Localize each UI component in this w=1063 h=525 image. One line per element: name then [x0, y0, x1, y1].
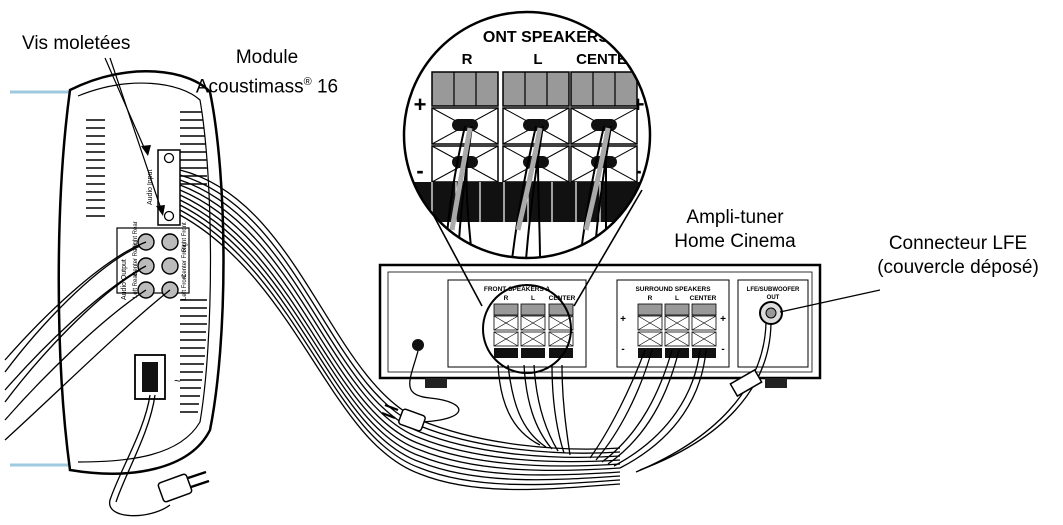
module-label-line2: Acoustimass® 16	[172, 70, 362, 99]
module-label: Module Acoustimass® 16	[172, 46, 362, 99]
surround-minus-right: -	[721, 344, 724, 355]
surround-plus-left: +	[620, 314, 626, 325]
lfe-panel-label-1: LFE/SUBWOOFER	[747, 287, 800, 293]
thumbscrew-top[interactable]	[163, 152, 175, 164]
receiver-power-socket[interactable]	[412, 339, 424, 351]
lfe-cable-plug	[729, 368, 763, 398]
callout-lines	[104, 57, 881, 313]
lfe-label-line1: Connecteur LFE	[888, 233, 1028, 254]
center-front-label: Center Front	[182, 244, 188, 278]
module-power-plug	[157, 470, 210, 503]
registered-mark: ®	[303, 76, 312, 88]
front-terminal-0[interactable]	[493, 303, 519, 358]
lfe-panel-label-2: OUT	[767, 295, 780, 301]
right-front-label: Right Front	[182, 222, 188, 252]
lfe-label-line2: (couvercle déposé)	[877, 257, 1039, 278]
surround-terminal-0[interactable]	[637, 303, 663, 358]
jack-center-front[interactable]	[161, 257, 179, 275]
audio-input-label: Audio Input	[147, 170, 154, 205]
receiver-power-plug	[381, 403, 426, 432]
power-symbol: ~	[174, 374, 181, 388]
front-terminal-2[interactable]	[548, 303, 574, 358]
zoom-r-label: R	[462, 51, 473, 68]
module-label-line1: Module	[235, 47, 299, 68]
thumbscrew-arrowheads	[141, 145, 165, 216]
receiver-foot-right	[765, 378, 787, 388]
center-rear-label: Center Rear	[133, 243, 139, 276]
jack-right-front[interactable]	[161, 233, 179, 251]
surround-l-label: L	[675, 295, 679, 302]
surround-center-label: CENTER	[690, 295, 717, 302]
surround-terminal-1[interactable]	[664, 303, 690, 358]
speaker-cables	[4, 169, 772, 517]
front-center-label: CENTER	[549, 295, 576, 302]
surround-minus-left: -	[621, 344, 624, 355]
front-r-label: R	[504, 295, 509, 302]
surround-r-label: R	[648, 295, 653, 302]
module-label-suffix: 16	[311, 76, 339, 98]
lfe-connector-label: Connecteur LFE (couvercle déposé)	[860, 232, 1056, 280]
surround-speakers-title: SURROUND SPEAKERS	[635, 286, 711, 293]
surround-speaker-terminals[interactable]	[637, 303, 717, 358]
receiver-label: Ampli-tuner Home Cinema	[660, 206, 810, 254]
thumbscrews-label: Vis moletées	[22, 33, 131, 54]
front-speaker-terminals[interactable]	[493, 303, 574, 358]
left-rear-label: Left Rear	[133, 273, 139, 298]
thumbscrew-bottom[interactable]	[163, 210, 175, 222]
zoom-terminal-1	[502, 71, 570, 183]
zoom-small-circle	[482, 284, 572, 374]
zoom-plus-left: +	[414, 92, 427, 117]
receiver-label-line1: Ampli-tuner	[686, 207, 784, 228]
left-front-label: Left Front	[182, 274, 188, 300]
right-rear-label: Right Rear	[133, 221, 139, 250]
surround-plus-right: +	[720, 314, 726, 325]
front-terminal-1[interactable]	[520, 303, 546, 358]
surround-terminal-2[interactable]	[691, 303, 717, 358]
receiver-foot-left	[425, 378, 447, 388]
zoom-l-label: L	[533, 51, 542, 68]
receiver-label-line2: Home Cinema	[674, 231, 796, 252]
zoom-minus-right: -	[634, 158, 641, 183]
receiver: FRONT SPEAKERS A R L CENTER SURROUND SPE…	[378, 263, 822, 388]
module-label-prefix: Acoustimass	[195, 76, 304, 98]
zoom-title: ONT SPEAKERS	[483, 29, 610, 46]
zoom-minus-left: -	[416, 158, 423, 183]
zoom-magnifier: ONT SPEAKERS R L CENTER + + - -	[402, 10, 652, 374]
front-speakers-title: FRONT SPEAKERS A	[484, 286, 551, 293]
acoustimass-module: Audio Input Audio Output Right Rear Cent…	[10, 70, 225, 475]
front-l-label: L	[531, 295, 535, 302]
